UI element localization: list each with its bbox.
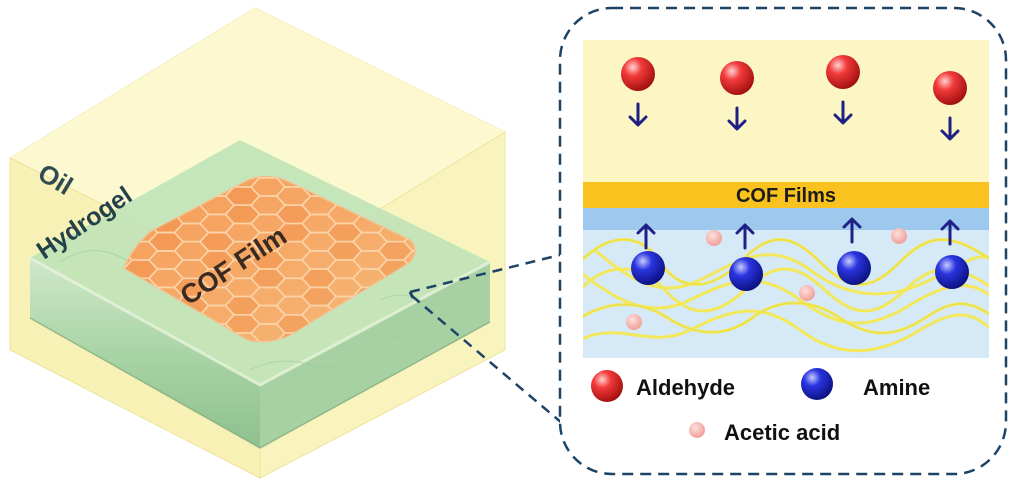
hexagon-cell <box>0 242 5 260</box>
amine-sphere <box>631 251 665 285</box>
up-arrows <box>636 217 960 250</box>
hexagon-cell <box>0 278 5 296</box>
aldehyde-sphere <box>621 57 655 91</box>
arrow-up-icon <box>842 217 862 244</box>
arrow-down-icon <box>833 100 853 125</box>
hexagon-cell <box>506 233 540 251</box>
zoom-connector <box>408 250 583 441</box>
aldehyde-sphere <box>933 71 967 105</box>
acetic-acid-molecules <box>626 228 907 330</box>
legend-aldehyde-swatch <box>591 370 623 402</box>
hexagon-cell <box>506 196 540 214</box>
hexagon-cell <box>404 68 438 86</box>
arrow-down-icon <box>727 106 747 131</box>
acetic-acid-dot <box>626 314 642 330</box>
hexagon-cell <box>0 260 5 278</box>
amine-molecules <box>631 251 969 291</box>
aldehyde-sphere <box>826 55 860 89</box>
legend-amine-swatch <box>801 368 833 400</box>
cof-films-label: COF Films <box>736 185 836 207</box>
acetic-acid-dot <box>799 285 815 301</box>
legend-acetic-acid-swatch <box>689 422 705 438</box>
amine-sphere <box>729 257 763 291</box>
legend-aldehyde-label: Aldehyde <box>636 375 735 400</box>
arrow-down-icon <box>940 116 960 141</box>
legend-amine-label: Amine <box>863 375 930 400</box>
acetic-acid-dot <box>891 228 907 244</box>
cof-films-band <box>583 182 989 208</box>
hexagon-cell <box>402 231 415 252</box>
legend-acetic-acid-label: Acetic acid <box>724 420 840 445</box>
hexagon-cell <box>506 287 540 305</box>
amine-sphere <box>935 255 969 289</box>
arrow-up-icon <box>636 223 656 250</box>
hexagon-cell <box>506 178 540 196</box>
aldehyde-sphere <box>720 61 754 95</box>
interface-layer <box>583 208 989 230</box>
hexagon-cell <box>0 224 5 242</box>
hexagon-cell <box>124 424 158 442</box>
aldehyde-molecules <box>621 55 967 105</box>
hexagon-cell <box>506 269 540 287</box>
amine-sphere <box>837 251 871 285</box>
hexagon-cell <box>506 214 540 232</box>
legend: Aldehyde Amine Acetic acid <box>591 368 930 445</box>
hexagon-cell <box>98 415 132 433</box>
hexagon-cell <box>402 250 415 270</box>
acetic-acid-dot <box>706 230 722 246</box>
zoom-inset: COF Films Aldehyde Amine Acetic acid <box>558 6 1008 476</box>
arrow-down-icon <box>628 102 648 127</box>
down-arrows <box>628 100 960 141</box>
arrow-up-icon <box>735 223 755 250</box>
arrow-up-icon <box>940 219 960 246</box>
